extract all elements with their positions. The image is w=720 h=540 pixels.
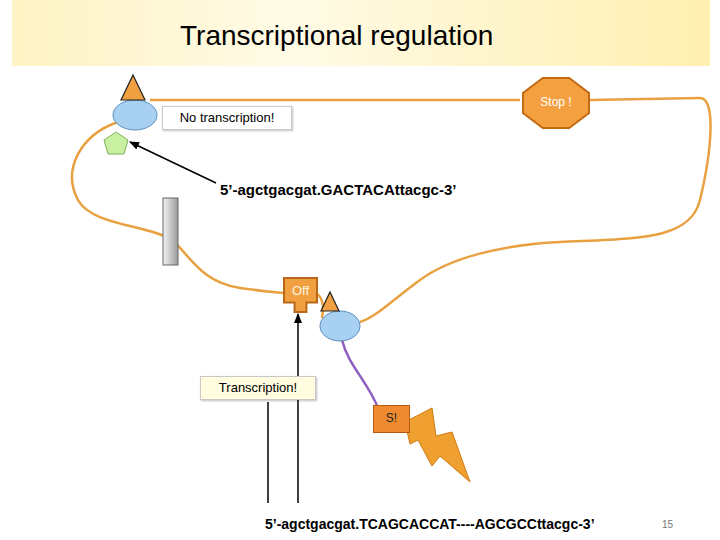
node-label: Off (292, 284, 309, 299)
node-label: Stop ! (539, 96, 573, 110)
leader-arrow (297, 314, 299, 503)
polymerase (113, 100, 157, 130)
stop-sign: Stop ! (523, 78, 589, 128)
node-text-group: Transcription! (219, 381, 297, 396)
callout-box: No transcription! (162, 106, 292, 130)
polymerase (320, 311, 360, 341)
callout-box: Transcription! (200, 376, 316, 400)
leader-arrow (130, 142, 216, 183)
node-text-group: No transcription! (180, 111, 275, 126)
dna-sequence: 5’-agctgacgat.GACTACAttacgc-3’ (220, 181, 456, 198)
page-number: 15 (662, 519, 673, 530)
leader-line (267, 402, 269, 503)
node-text-group: Stop ! (539, 96, 573, 110)
rna-transcript (342, 340, 378, 408)
slide-title: Transcriptional regulation (180, 20, 493, 52)
dna-strand (150, 98, 711, 322)
lightning-bolt (405, 408, 470, 482)
triangle-factor (321, 292, 339, 311)
node-label: Transcription! (219, 381, 297, 396)
pentagon-factor (104, 132, 128, 154)
triangle-factor (121, 75, 145, 100)
off-switch: Off (284, 278, 317, 312)
dna-strand (72, 122, 284, 293)
dna-sequence: 5’-agctgacgat.TCAGCACCAT----AGCGCCttacgc… (265, 516, 595, 532)
signal-box: S! (373, 405, 410, 433)
node-text-group: S! (386, 412, 397, 426)
node-text-group: Off (292, 284, 309, 299)
node-label: No transcription! (180, 111, 275, 126)
node-label: S! (386, 412, 397, 426)
gray-bar (163, 198, 178, 265)
